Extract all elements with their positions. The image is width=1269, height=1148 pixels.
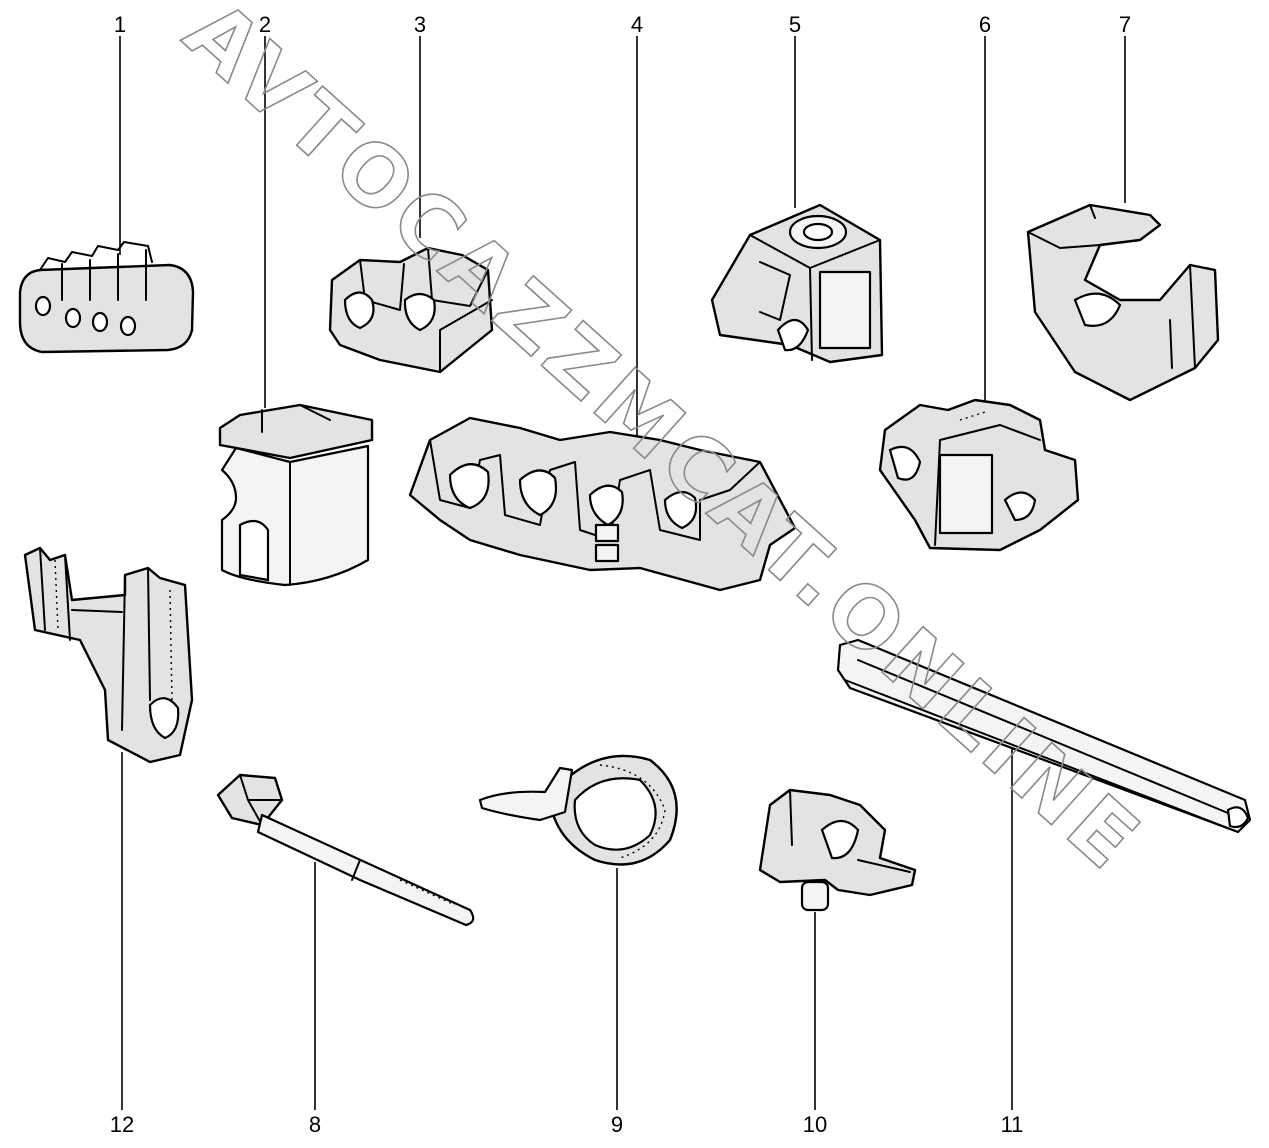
part-8-cable-tie xyxy=(216,773,475,927)
callout-1: 1 xyxy=(114,12,126,37)
callout-12: 12 xyxy=(110,1112,134,1137)
callout-11: 11 xyxy=(1001,1112,1024,1137)
part-12-fork-clip xyxy=(23,546,194,764)
part-7-c-clip xyxy=(1026,203,1220,402)
callout-6: 6 xyxy=(979,12,991,37)
callout-9: 9 xyxy=(611,1112,623,1137)
part-10-push-in-clip xyxy=(758,788,917,912)
part-11-trim-strip xyxy=(836,638,1252,834)
callout-8: 8 xyxy=(309,1112,321,1137)
part-3-double-clip xyxy=(328,246,494,374)
callout-4: 4 xyxy=(631,12,643,37)
part-6-double-block-clip xyxy=(878,398,1080,552)
part-4-multi-channel-clip xyxy=(408,416,797,592)
part-2-clip xyxy=(218,403,374,587)
part-5-block-clip xyxy=(710,203,884,364)
callout-3: 3 xyxy=(414,12,426,37)
callout-10: 10 xyxy=(803,1112,827,1137)
part-9-loop-strap xyxy=(478,754,678,866)
part-1-grommet xyxy=(18,241,195,354)
callout-7: 7 xyxy=(1119,12,1131,37)
callout-2: 2 xyxy=(259,12,271,37)
callout-5: 5 xyxy=(789,12,801,37)
